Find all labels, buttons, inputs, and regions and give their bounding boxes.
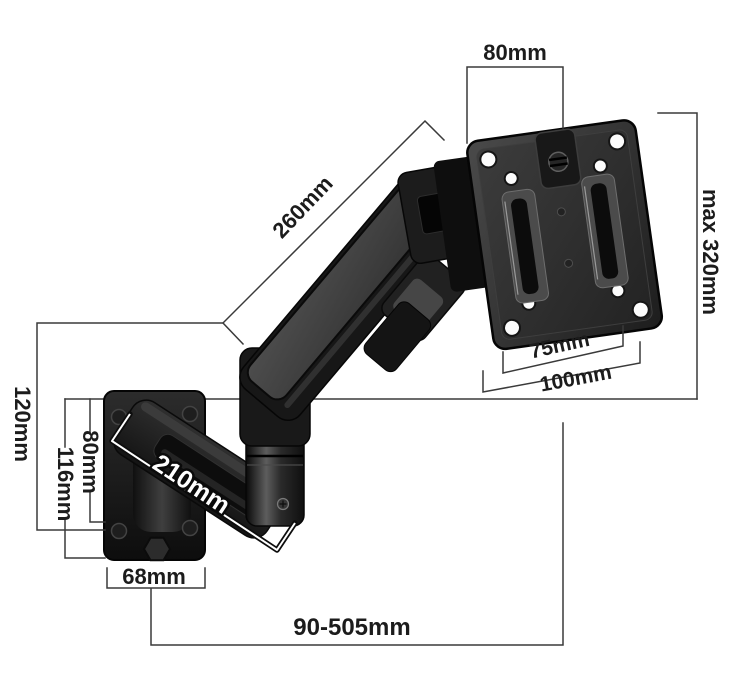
dimension-line-max-height	[657, 112, 698, 400]
dimension-label-hole-spacing: 80mm	[78, 430, 103, 494]
center-screw-icon	[564, 258, 574, 268]
upper-arm-edge-highlight	[284, 217, 447, 409]
dimension-line-extension	[150, 422, 564, 646]
dimension-line-lower-arm	[109, 411, 298, 553]
wall-mount-product	[103, 119, 664, 562]
dimension-label-vesa-outer: 100mm	[538, 361, 613, 397]
dimension-line-total-height	[36, 322, 224, 531]
center-screw-icon	[556, 207, 566, 217]
spring-latch-lower	[363, 301, 432, 373]
wall-screw-icon	[110, 522, 128, 540]
vesa-hole	[631, 300, 650, 319]
hex-bolt-icon	[142, 536, 172, 562]
dimension-line-vesa-outer	[482, 341, 641, 393]
dimension-label-upper-arm: 260mm	[267, 171, 337, 243]
vesa-plate	[466, 119, 664, 351]
dimension-label-max-height: max 320mm	[698, 189, 723, 315]
wall-screw-icon	[181, 405, 199, 423]
dimension-line-top-width	[466, 66, 564, 144]
dimension-line-vesa-inner	[502, 325, 624, 374]
vesa-hole	[592, 158, 608, 174]
screw-cross	[279, 500, 287, 508]
dimension-line-base-width	[106, 567, 206, 589]
dimension-line-upper-arm	[221, 119, 446, 346]
dimension-label-extension: 90-505mm	[293, 614, 410, 641]
vesa-hole	[608, 132, 627, 151]
vesa-hole	[503, 170, 519, 186]
dimension-label-total-height: 120mm	[10, 386, 35, 462]
right-slot-rail	[581, 173, 629, 289]
vesa-100-holes	[479, 132, 650, 337]
dimension-label-plate-height: 116mm	[53, 447, 78, 522]
dimension-line-hole-spacing	[89, 398, 106, 523]
latch-lower-body	[363, 301, 432, 373]
dimension-label-base-width: 68mm	[122, 564, 186, 589]
vesa-hole	[503, 318, 522, 337]
left-slot-rail	[501, 188, 550, 304]
lower-arm-channel-lip	[161, 449, 252, 511]
dimension-line-plate-height	[64, 398, 106, 559]
vesa-hole	[479, 150, 498, 169]
dimension-lines	[36, 66, 698, 646]
wall-screw-icon	[181, 519, 199, 537]
quick-release-tab	[534, 128, 582, 190]
dimension-label-top-width: 80mm	[483, 40, 547, 65]
